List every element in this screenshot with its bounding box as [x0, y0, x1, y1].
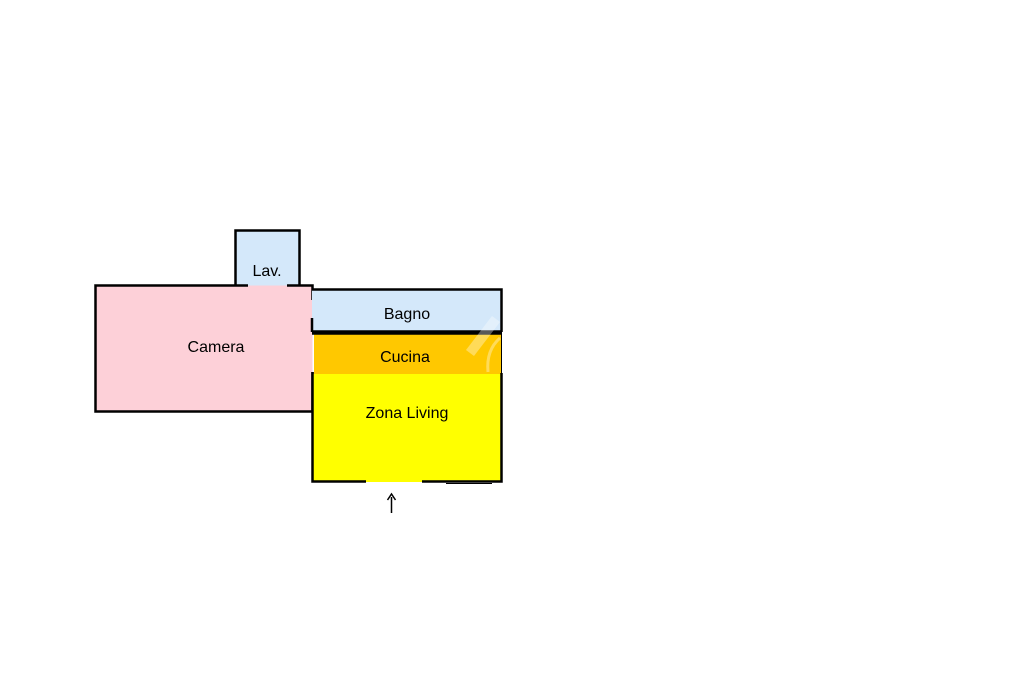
room-cucina-fill	[314, 333, 502, 374]
room-bagno-wall	[312, 288, 503, 332]
room-camera-fill	[95, 285, 313, 412]
watermark-logo	[466, 316, 502, 373]
room-lavanderia: Lav.	[234, 229, 301, 287]
room-lavanderia-fill	[235, 230, 300, 287]
entrance-marker	[386, 492, 397, 513]
room-living-wall	[311, 372, 366, 483]
room-living-wall-right	[422, 373, 503, 483]
room-bagno: Bagno	[310, 288, 503, 333]
room-lavanderia-label: Lav.	[252, 263, 281, 280]
room-camera: Camera	[94, 284, 314, 413]
room-living: Zona Living	[311, 372, 503, 484]
room-cucina-label: Cucina	[380, 349, 430, 366]
arrow-up-icon-head	[386, 492, 397, 501]
room-cucina: Cucina	[312, 332, 502, 374]
room-lavanderia-wall	[234, 229, 301, 286]
room-bagno-label: Bagno	[384, 306, 430, 323]
room-camera-label: Camera	[188, 339, 245, 356]
room-living-fill	[313, 374, 502, 482]
room-living-label: Zona Living	[366, 405, 449, 422]
room-bagno-fill	[312, 289, 502, 331]
